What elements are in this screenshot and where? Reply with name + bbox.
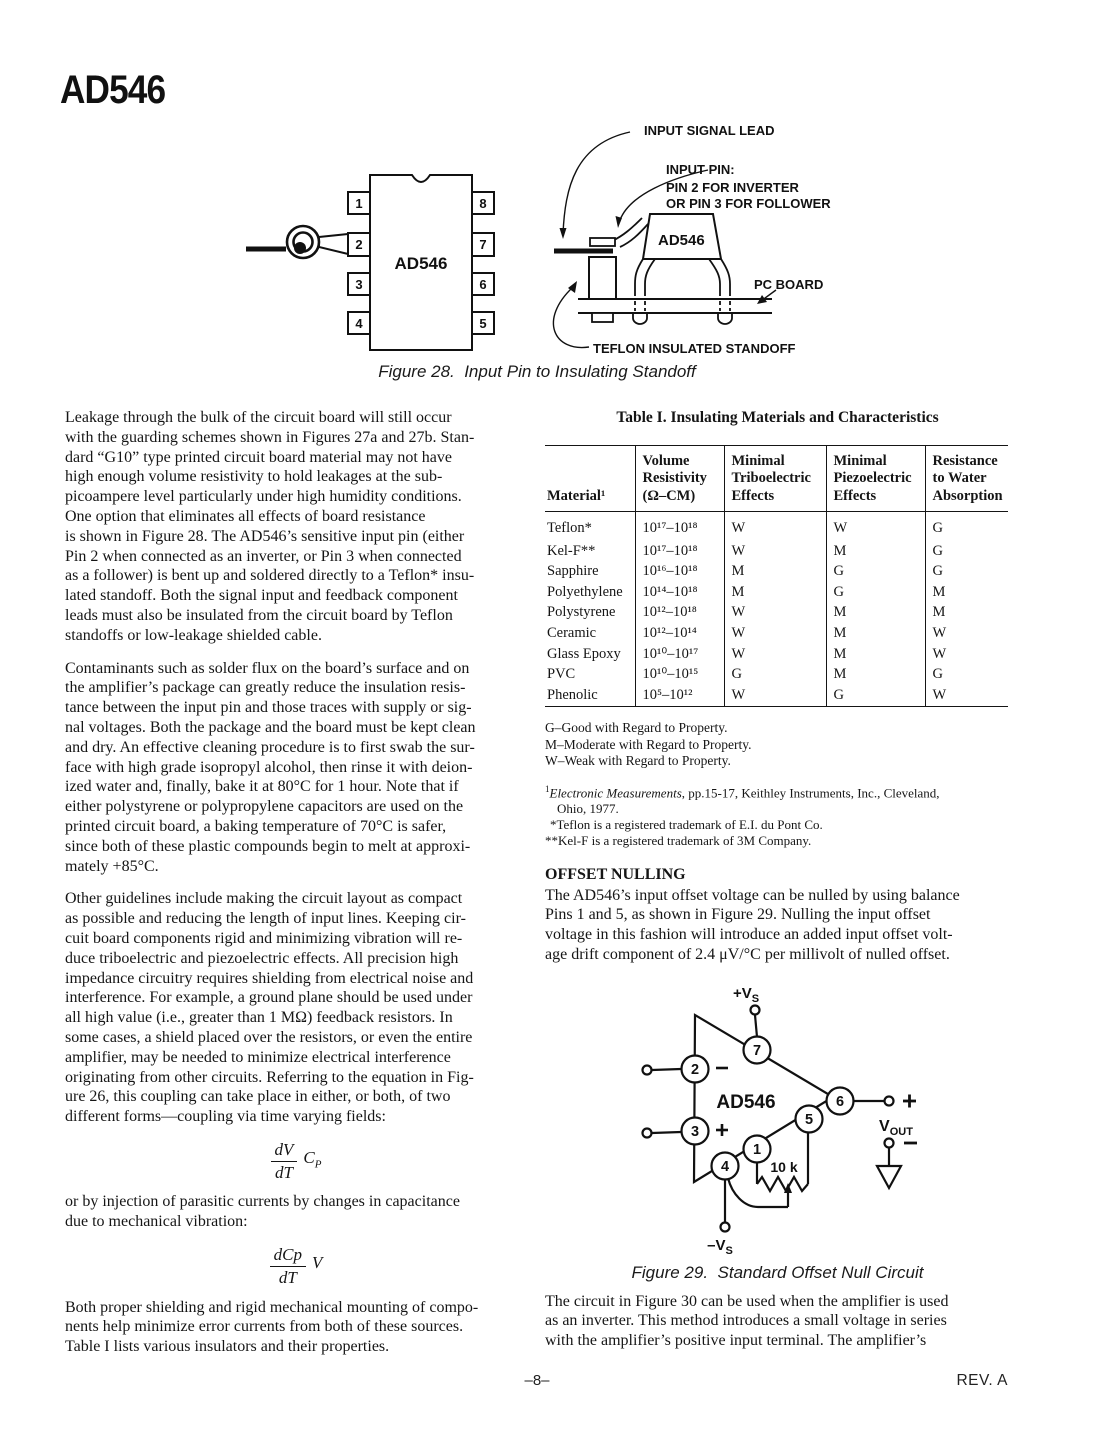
left-column: Leakage through the bulk of the circuit …	[65, 408, 527, 1370]
pin-5-label: 5	[479, 316, 486, 331]
input-pin-label-1: INPUT PIN:	[666, 162, 735, 177]
figure-29: +VS –VS VOUT 10 k AD546 7 2 3 6 5 1 4	[600, 979, 1020, 1259]
figure-28: 1 2 3 4 8 7 6 5 AD546	[60, 118, 1050, 363]
pin-4-number: 4	[721, 1159, 729, 1175]
pin-5-node	[794, 1104, 824, 1134]
footnote-reference: 1Electronic Measurements, pp.15-17, Keit…	[545, 783, 940, 800]
section-heading-offset-nulling: OFFSET NULLING	[545, 865, 686, 883]
standoff-label: TEFLON INSULATED STANDOFF	[593, 341, 796, 356]
input-pin-label-3: OR PIN 3 FOR FOLLOWER	[666, 196, 831, 211]
side-view	[554, 213, 772, 325]
table-header-row: Material¹ Volume Resistivity (Ω–CM) Mini…	[545, 445, 1008, 512]
pin-7-label: 7	[479, 237, 486, 252]
pin-2-label: 2	[355, 237, 362, 252]
pc-board-label: PC BOARD	[754, 277, 823, 292]
revision-label: REV. A	[956, 1372, 1008, 1389]
pin-6-number: 6	[836, 1094, 844, 1110]
paragraph-contaminants: Contaminants such as solder flux on the …	[65, 659, 476, 875]
pin-4-node	[710, 1151, 740, 1181]
leader-lines	[552, 131, 777, 349]
table-title: Table I. Insulating Materials and Charac…	[616, 409, 939, 426]
input-signal-lead-label: INPUT SIGNAL LEAD	[644, 123, 775, 138]
footnote-reference-line2: Ohio, 1977.	[557, 800, 619, 816]
table-legend: G–Good with Regard to Property. M–Modera…	[545, 720, 752, 769]
dip-chip-label: AD546	[395, 254, 448, 273]
pin-numbers: 7 2 3 6 5 1 4	[691, 1043, 844, 1175]
paragraph-leakage: Leakage through the bulk of the circuit …	[65, 409, 475, 644]
pin-8-label: 8	[479, 196, 486, 211]
paragraph-parasitic: or by injection of parasitic currents by…	[65, 1193, 460, 1231]
pin-1-label: 1	[355, 196, 362, 211]
pin-2-number: 2	[691, 1062, 699, 1078]
pin-1-number: 1	[753, 1142, 761, 1158]
figure-28-caption: Figure 28. Input Pin to Insulating Stand…	[378, 362, 696, 381]
opamp-chip-label: AD546	[716, 1092, 775, 1113]
pin-6-label: 6	[479, 277, 486, 292]
vout-label: VOUT	[879, 1118, 913, 1138]
standoff-nut	[589, 237, 616, 247]
pin-7-node	[742, 1035, 772, 1065]
formula-factor: V	[311, 1252, 323, 1272]
side-chip-label: AD546	[658, 232, 705, 249]
pin-3-number: 3	[691, 1124, 699, 1140]
standoff-foot	[591, 312, 614, 323]
input-pin-label-2: PIN 2 FOR INVERTER	[666, 180, 800, 195]
table-footnotes: 1Electronic Measurements, pp.15-17, Keit…	[545, 781, 1010, 849]
standoff-body	[588, 256, 617, 300]
opamp-circuit	[641, 1004, 917, 1233]
pin-2-node	[680, 1054, 710, 1084]
col-header-resistivity: Volume Resistivity (Ω–CM)	[634, 445, 724, 512]
page-number: –8–	[524, 1372, 550, 1389]
right-column: Table I. Insulating Materials and Charac…	[545, 408, 1010, 1364]
figure-28-drawing: 1 2 3 4 8 7 6 5 AD546	[246, 123, 831, 356]
page-title: AD546	[60, 68, 166, 112]
figure-29-caption: Figure 29. Standard Offset Null Circuit	[631, 1262, 924, 1282]
paragraph-guidelines: Other guidelines include making the circ…	[65, 890, 474, 1126]
pin-4-label: 4	[355, 316, 363, 331]
paragraph-shielding: Both proper shielding and rigid mechanic…	[65, 1298, 479, 1356]
dip-package-top-view	[347, 174, 495, 351]
col-header-material: Material¹	[547, 487, 606, 504]
paragraph-offset-nulling: The AD546’s input offset voltage can be …	[545, 886, 960, 964]
pin-3-node	[680, 1116, 710, 1146]
paragraph-figure-30: The circuit in Figure 30 can be used whe…	[545, 1292, 949, 1350]
insulating-materials-table: Material¹ Volume Resistivity (Ω–CM) Mini…	[545, 445, 1008, 707]
dip-pin-numbers: 1 2 3 4 8 7 6 5	[355, 196, 486, 331]
pin-7-number: 7	[753, 1043, 761, 1059]
vs-minus-label: –VS	[707, 1237, 733, 1257]
formula-factor: CP	[303, 1147, 322, 1170]
solder-pad	[246, 224, 349, 260]
figure-29-drawing: +VS –VS VOUT 10 k AD546 7 2 3 6 5 1 4	[641, 985, 917, 1257]
vs-plus-label: +VS	[733, 985, 759, 1005]
col-header-water: Resistance to Water Absorption	[924, 445, 1008, 512]
footnote-kelf: **Kel-F is a registered trademark of 3M …	[545, 832, 812, 848]
footnote-teflon: *Teflon is a registered trademark of E.I…	[550, 816, 823, 832]
pin-3-label: 3	[355, 277, 362, 292]
pin-5-number: 5	[805, 1112, 813, 1128]
col-header-piezoelectric: Minimal Piezoelectric Effects	[825, 445, 925, 512]
pot-value-label: 10 k	[770, 1159, 797, 1175]
pin-6-node	[825, 1086, 855, 1116]
col-header-triboelectric: Minimal Triboelectric Effects	[723, 445, 826, 512]
pin-1-node	[742, 1134, 772, 1164]
